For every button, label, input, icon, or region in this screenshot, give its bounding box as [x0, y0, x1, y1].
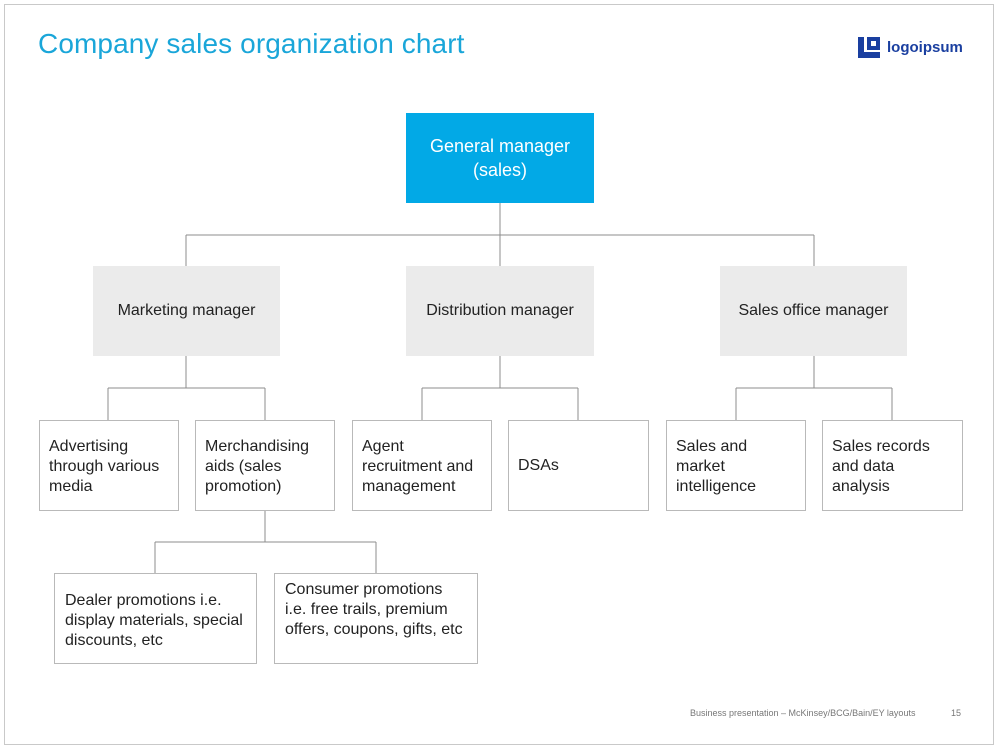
advertising-box: Advertising through various media [39, 420, 179, 511]
page-title: Company sales organization chart [38, 28, 465, 59]
dsas-label: DSAs [518, 456, 559, 474]
merchandising-label: Merchandising aids (sales promotion) [205, 438, 310, 495]
general-manager-box: General manager (sales) [406, 113, 594, 203]
page-number: 15 [951, 708, 962, 718]
sales-records-label: Sales records and data analysis [832, 438, 930, 495]
agent-recruitment-box: Agent recruitment and management [352, 420, 492, 511]
general-manager-label: General manager (sales) [429, 136, 571, 180]
merchandising-box: Merchandising aids (sales promotion) [195, 420, 335, 511]
dealer-promotions-label: Dealer promotions i.e. display materials… [65, 592, 243, 649]
dsas-box: DSAs [508, 420, 649, 511]
sales-office-manager-label: Sales office manager [738, 302, 889, 319]
logo: logoipsum [857, 34, 963, 60]
advertising-label: Advertising through various media [49, 438, 160, 495]
distribution-manager-label: Distribution manager [426, 302, 574, 319]
consumer-promotions-label: Consumer promotions i.e. free trails, pr… [285, 581, 463, 638]
marketing-manager-label: Marketing manager [117, 302, 256, 319]
logo-mark-icon [858, 37, 880, 58]
footer-text: Business presentation – McKinsey/BCG/Bai… [690, 708, 916, 718]
marketing-manager-box: Marketing manager [93, 266, 280, 356]
sales-market-intelligence-box: Sales and market intelligence [666, 420, 806, 511]
logo-text: logoipsum [887, 38, 963, 56]
agent-recruitment-label: Agent recruitment and management [362, 438, 474, 495]
sales-market-intelligence-label: Sales and market intelligence [676, 438, 757, 495]
sales-office-manager-box: Sales office manager [720, 266, 907, 356]
distribution-manager-box: Distribution manager [406, 266, 594, 356]
consumer-promotions-box: Consumer promotions i.e. free trails, pr… [274, 573, 478, 664]
sales-records-box: Sales records and data analysis [822, 420, 963, 511]
dealer-promotions-box: Dealer promotions i.e. display materials… [54, 573, 257, 664]
